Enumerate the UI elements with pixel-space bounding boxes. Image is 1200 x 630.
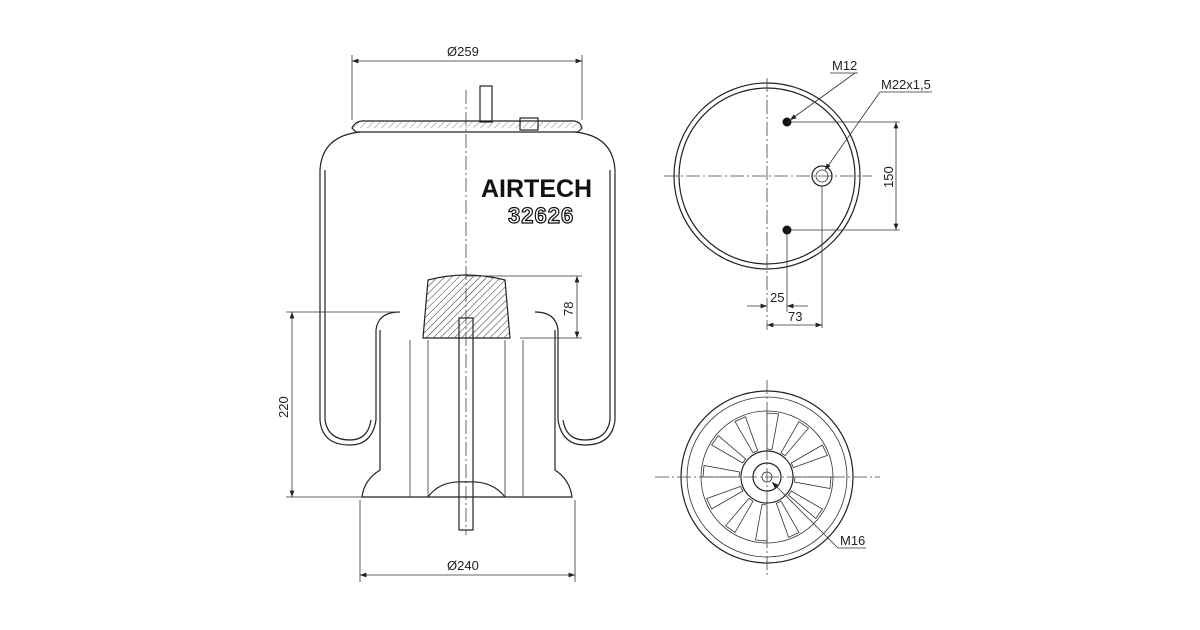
rib — [711, 435, 747, 464]
rib — [702, 465, 740, 478]
dim-stud-spacing: 150 — [881, 166, 896, 188]
bellows-left — [319, 131, 401, 446]
rib — [780, 421, 809, 457]
dim-cap-height: 78 — [561, 302, 576, 316]
side-view: AIRTECH 32626 Ø259 Ø240 220 78 — [276, 44, 616, 582]
brand-logo: AIRTECH — [481, 175, 592, 203]
rib — [790, 444, 828, 469]
dim-port-offset: 73 — [788, 309, 802, 324]
rib — [794, 476, 832, 489]
rib — [706, 485, 744, 510]
part-number: 32626 — [508, 203, 574, 228]
rib — [775, 500, 800, 538]
rib — [787, 490, 823, 519]
dim-top-diameter: Ø259 — [447, 44, 479, 59]
dim-bottom-diameter: Ø240 — [447, 558, 479, 573]
rib — [766, 412, 779, 450]
rib — [755, 504, 768, 542]
label-bottom-thread: M16 — [840, 533, 865, 548]
rib — [734, 416, 759, 454]
bottom-view: M16 — [655, 380, 880, 575]
label-port-thread: M22x1,5 — [881, 77, 931, 92]
piston — [361, 330, 573, 498]
label-stud-thread: M12 — [832, 58, 857, 73]
top-view: 150 25 73 M12 M22x1,5 — [664, 58, 932, 330]
air-port — [519, 117, 539, 131]
dim-height: 220 — [276, 396, 291, 418]
bellows-right — [534, 131, 616, 446]
rib — [725, 497, 754, 533]
dim-stud-offset: 25 — [770, 290, 784, 305]
piston-cap — [422, 274, 511, 339]
top-stud — [479, 85, 493, 123]
bottom-stud — [458, 317, 474, 531]
